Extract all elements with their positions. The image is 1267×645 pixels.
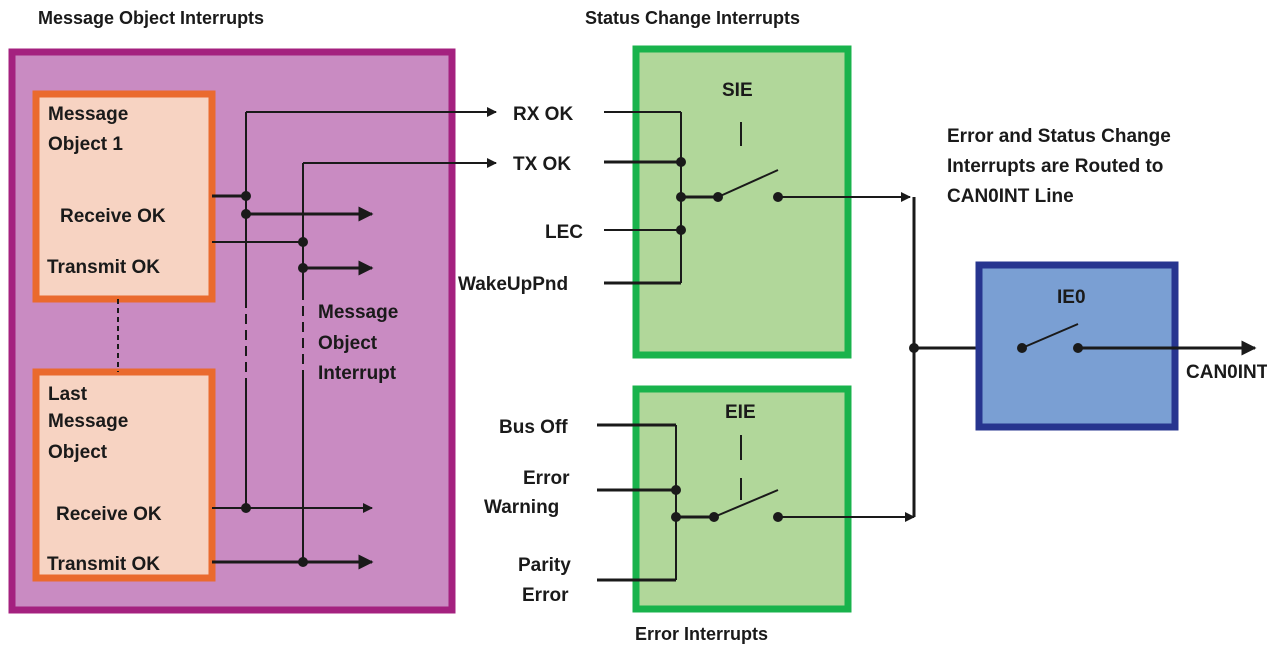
sie-label: SIE [722,80,753,101]
message-object-interrupt-label-line2: Object [318,333,378,354]
message-object-1-label-line1: Message [48,104,128,125]
eie-input-parity-error-line1: Parity [518,555,571,576]
eie-label: EIE [725,402,756,423]
sie-input-rx-ok: RX OK [513,104,573,125]
sie-input-lec: LEC [545,222,583,243]
message-object-junction-dots [241,191,308,567]
message-object-1-label-line2: Object 1 [48,134,123,155]
routing-note-line2: Interrupts are Routed to [947,156,1163,177]
sie-junction-dots [676,157,783,235]
sie-box [632,45,852,359]
error-interrupts-title: Error Interrupts [635,624,768,644]
status-change-interrupts-title: Status Change Interrupts [585,8,800,28]
routing-note-line3: CAN0INT Line [947,186,1074,207]
last-message-object-receive-ok: Receive OK [56,504,162,525]
message-object-1-transmit-ok: Transmit OK [47,257,160,278]
sie-input-tx-ok: TX OK [513,154,571,175]
eie-wiring [597,423,915,582]
eie-junction-dots [671,485,783,522]
merge-junction-dot [909,343,919,353]
eie-input-error-warning-line1: Error [523,468,570,489]
can0int-output-label: CAN0INT [1186,362,1267,383]
routing-note-line1: Error and Status Change [947,126,1171,147]
ie0-label: IE0 [1057,287,1086,308]
last-message-object-label-line3: Object [48,442,108,463]
last-message-object-label-line1: Last [48,384,88,405]
message-object-wiring [212,107,497,570]
last-message-object-transmit-ok: Transmit OK [47,554,160,575]
message-object-interrupt-label-line3: Interrupt [318,363,397,384]
message-object-interrupt-label-line1: Message [318,302,398,323]
last-message-object-label-line2: Message [48,411,128,432]
last-message-object-box [32,368,216,582]
eie-input-parity-error-line2: Error [522,585,569,606]
ie0-wiring [1021,323,1257,356]
ie0-junction-dots [1017,343,1083,353]
message-object-1-box [32,90,216,303]
sie-input-wakeuppnd: WakeUpPnd [458,274,568,295]
message-object-1-receive-ok: Receive OK [60,206,166,227]
eie-input-error-warning-line2: Warning [484,497,559,518]
message-object-interrupts-title: Message Object Interrupts [38,8,264,28]
eie-input-bus-off: Bus Off [499,417,568,438]
